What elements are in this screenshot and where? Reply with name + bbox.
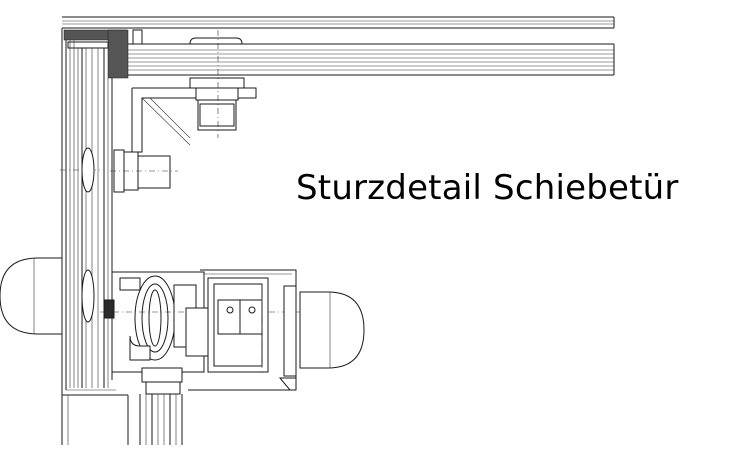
corner-seal [63,29,129,79]
roller-carriage [100,271,300,373]
right-handle [299,291,365,369]
lower-frame [139,367,296,445]
side-bolt [81,147,178,193]
track-housing [185,269,297,391]
left-handle [0,257,95,335]
glazing-vertical [60,28,129,445]
top-bolt [189,30,245,138]
drawing-title: Sturzdetail Schiebetür [296,168,679,208]
lintel-profile [62,16,615,76]
